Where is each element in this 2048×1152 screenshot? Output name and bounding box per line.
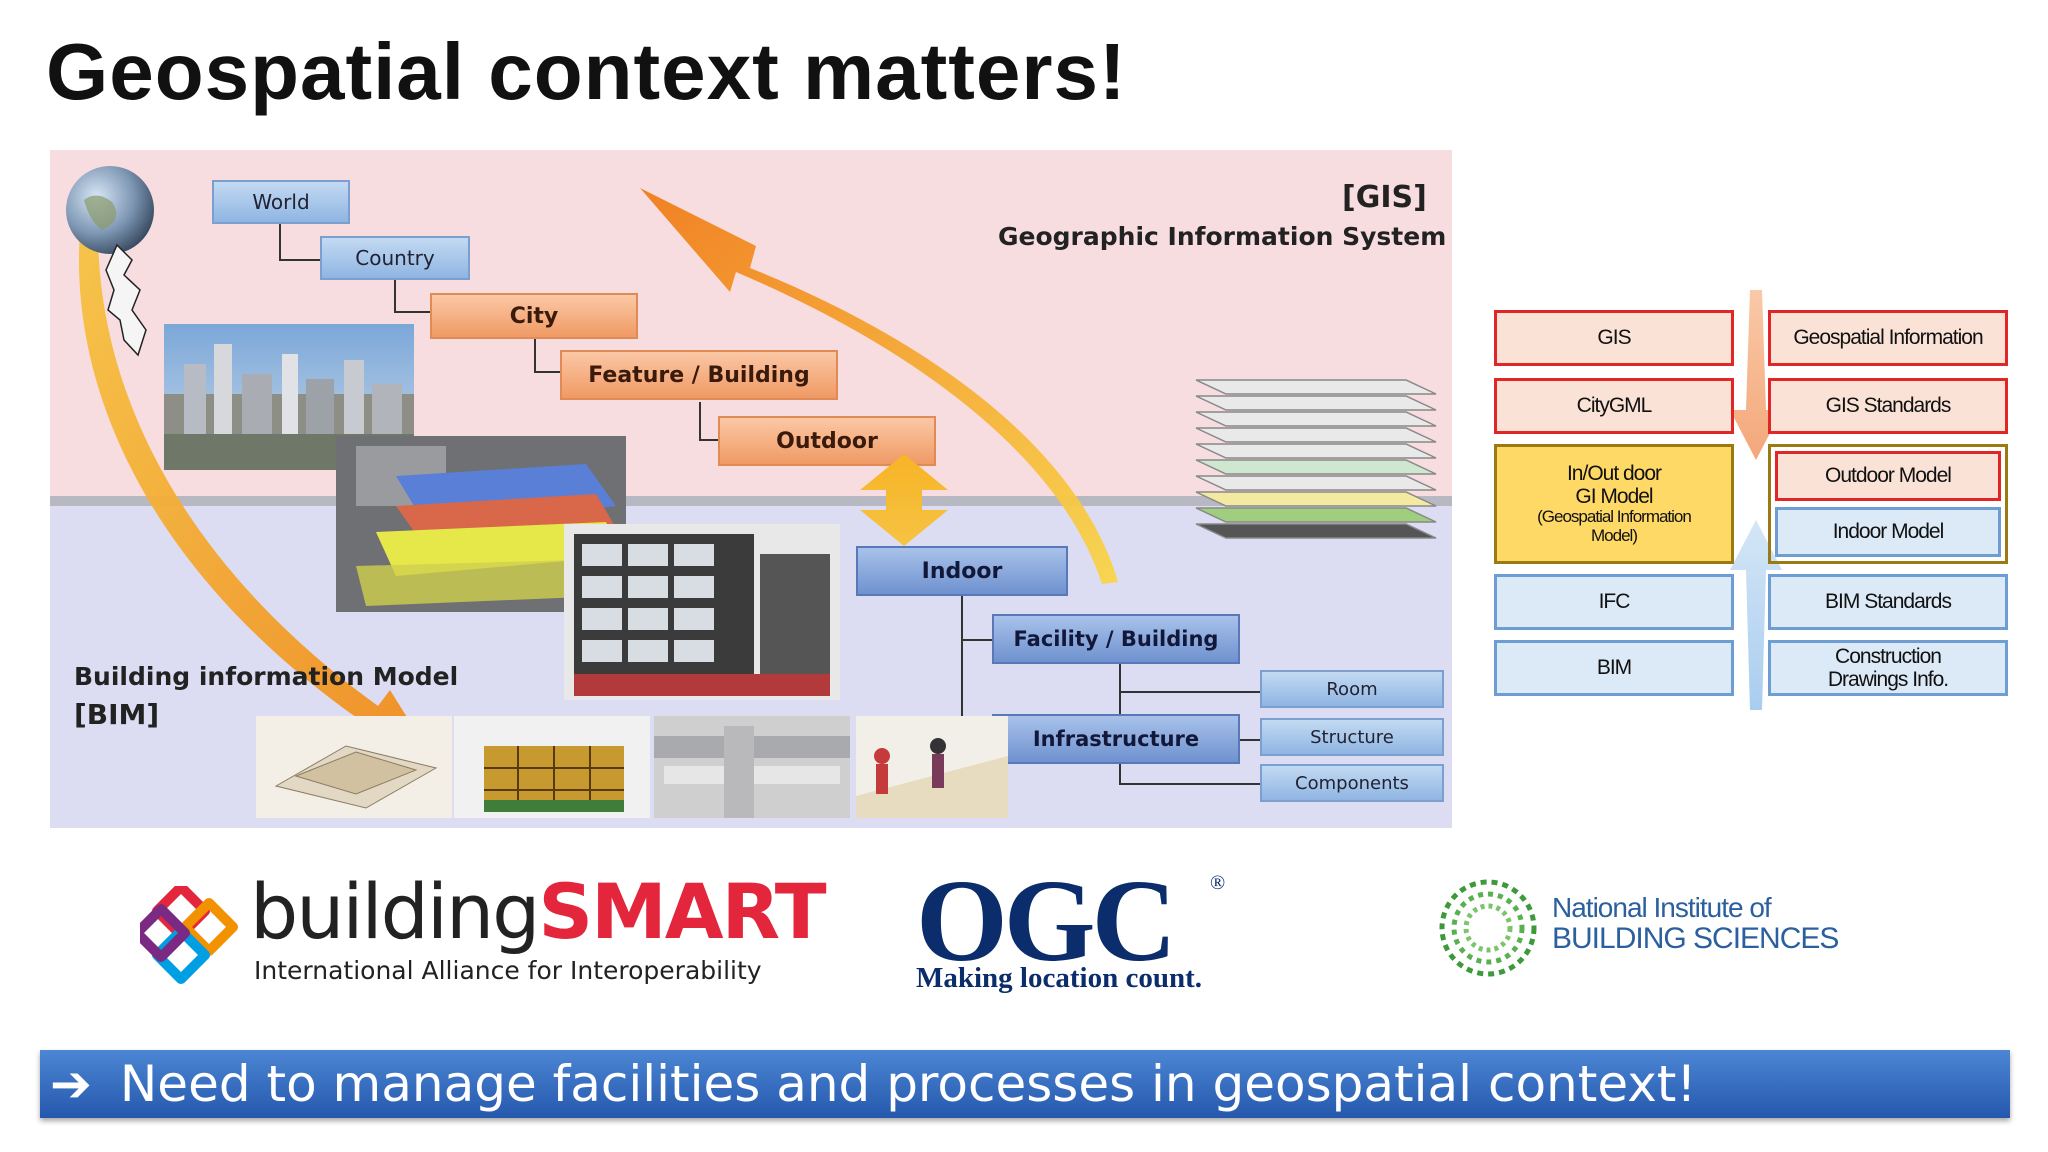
bim-steel-frame-render [454, 716, 650, 818]
ogc-registered-mark: ® [1210, 872, 1226, 894]
map-ifc: IFC [1494, 574, 1734, 630]
node-city: City [430, 293, 638, 339]
buildingsmart-word2: SMART [538, 867, 826, 956]
node-outdoor: Outdoor [718, 416, 936, 466]
buildingsmart-wordmark: buildingSMART [250, 874, 827, 950]
map-bim: BIM [1494, 640, 1734, 696]
building-structure-render [564, 524, 840, 700]
bim-caption: Building information Model [74, 662, 459, 691]
bim-house-render [256, 716, 452, 818]
node-room: Room [1260, 670, 1444, 708]
construction-line1: Construction [1835, 644, 1942, 668]
3d-city-model-render [336, 436, 626, 612]
zone-divider [50, 496, 1452, 506]
node-components: Components [1260, 764, 1444, 802]
city-skyline-photo [164, 324, 414, 470]
banner-text: Need to manage facilities and processes … [119, 1055, 1697, 1113]
nibs-line1: National Institute of [1552, 892, 1772, 923]
gis-layers-stack [1195, 379, 1437, 539]
map-outdoor-indoor-group: Outdoor Model Indoor Model [1768, 444, 2008, 564]
map-gis-standards: GIS Standards [1768, 378, 2008, 434]
gis-bim-diagram: [GIS] Geographic Information System Worl… [50, 150, 1452, 828]
gis-tag: [GIS] [1342, 180, 1427, 215]
buildingsmart-word1: building [250, 867, 540, 956]
outdoor-indoor-double-arrow [860, 454, 948, 546]
buildingsmart-logo: buildingSMART International Alliance for… [140, 874, 827, 990]
buildingsmart-knot-icon [140, 886, 239, 985]
buildingsmart-tagline: International Alliance for Interoperabil… [254, 956, 762, 985]
node-feature-building: Feature / Building [560, 350, 838, 400]
node-structure: Structure [1260, 718, 1444, 756]
node-infrastructure: Infrastructure [992, 714, 1240, 764]
map-outdoor-model: Outdoor Model [1775, 451, 2001, 501]
globe-map-image [66, 166, 154, 357]
map-inout-gi-model: In/Out door GI Model (Geospatial Informa… [1494, 444, 1734, 564]
nibs-line2: BUILDING SCIENCES [1552, 922, 1839, 955]
inout-line2: GI Model [1575, 485, 1653, 509]
inout-line4: Model) [1591, 526, 1638, 546]
page-title: Geospatial context matters! [46, 27, 1127, 116]
upward-arrow [640, 188, 1118, 584]
ogc-wordmark: OGC [916, 855, 1177, 986]
construction-line2: Drawings Info. [1827, 668, 1949, 691]
node-country: Country [320, 236, 470, 280]
node-world: World [212, 180, 350, 224]
node-indoor: Indoor [856, 546, 1068, 596]
up-arrow [1730, 520, 1782, 710]
ogc-logo: OGC ® Making location count. [916, 862, 1246, 1012]
bottom-banner: ➔ Need to manage facilities and processe… [40, 1050, 2010, 1118]
banner-arrow-icon: ➔ [50, 1055, 92, 1113]
map-gis: GIS [1494, 310, 1734, 366]
gis-bim-mapping-table: GIS CityGML In/Out door GI Model (Geospa… [1494, 290, 2026, 722]
map-bim-standards: BIM Standards [1768, 574, 2008, 630]
inout-line3: (Geospatial Information [1537, 507, 1692, 527]
inout-line1: In/Out door [1566, 462, 1662, 486]
node-facility-building: Facility / Building [992, 614, 1240, 664]
bim-mep-ducts-render [654, 716, 850, 818]
map-indoor-model: Indoor Model [1775, 507, 2001, 557]
nibs-swirl-icon [1439, 879, 1537, 977]
nibs-logo: National Institute of BUILDING SCIENCES [1436, 876, 1856, 986]
map-geospatial-information: Geospatial Information [1768, 310, 2008, 366]
bim-tag: [BIM] [74, 698, 160, 731]
map-construction-drawings: Construction Drawings Info. [1768, 640, 2008, 696]
map-citygml: CityGML [1494, 378, 1734, 434]
gis-caption: Geographic Information System [998, 222, 1447, 251]
bim-indoor-people-render [856, 716, 1008, 818]
ogc-tagline: Making location count. [916, 962, 1202, 994]
